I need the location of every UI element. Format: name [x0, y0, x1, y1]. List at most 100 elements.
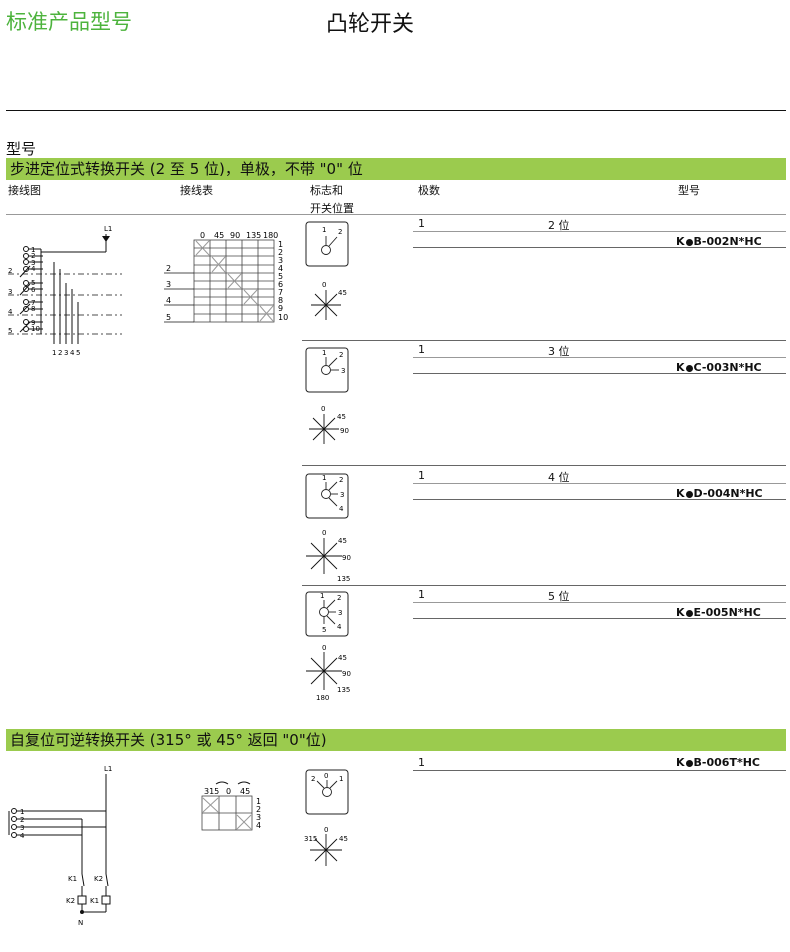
dial-label: 2 [337, 594, 341, 602]
terminal-label: 4 [20, 832, 25, 840]
wiring-diagram-2: L1 1 2 3 4 K1 K2 K2 K1 N [8, 765, 112, 927]
table-col-label: 1 [256, 797, 261, 806]
row-separator [302, 465, 786, 466]
header-line [6, 214, 786, 215]
row-divider [413, 247, 786, 248]
angle-label: 315 [204, 787, 219, 796]
angle-label: 180 [316, 694, 329, 702]
wiring-table-2: 315 0 45 1 2 3 4 [201, 781, 261, 831]
header-divider [6, 110, 786, 111]
angle-label: 45 [337, 413, 346, 421]
poles-value: 1 [418, 217, 425, 230]
dial-label: 2 [339, 351, 343, 359]
terminal-label: 3 [20, 824, 24, 832]
angle-label: 0 [322, 281, 326, 289]
terminal-label: 2 [31, 252, 35, 260]
table-col-label: 7 [278, 288, 283, 297]
section-label: 型号 [6, 140, 37, 158]
angle-label: 180 [263, 231, 278, 240]
positions-value: 4 位 [548, 471, 570, 484]
row-divider [413, 618, 786, 619]
angle-label: 45 [339, 835, 348, 843]
poles-value: 1 [418, 588, 425, 601]
table-col-label: 1 [278, 240, 283, 249]
angle-label: 0 [321, 405, 325, 413]
bullet-icon [685, 609, 693, 617]
bottom-label: 4 [70, 349, 75, 357]
side-label: 4 [8, 308, 13, 316]
angle-label: 0 [324, 826, 328, 834]
angle-label: 0 [322, 529, 326, 537]
table-row-label: 4 [166, 296, 171, 305]
position-symbol-spring-return: 2 0 1 315 0 45 [304, 769, 349, 866]
l1-label: L1 [104, 765, 112, 773]
table-col-label: 10 [278, 313, 288, 322]
coil-label: K2 [66, 897, 75, 905]
angle-label: 90 [342, 670, 351, 678]
table-col-label: 2 [278, 248, 283, 257]
col-wiring-diagram: 接线图 [8, 184, 41, 197]
l1-label: L1 [104, 225, 112, 233]
positions-value: 5 位 [548, 590, 570, 603]
poles-value: 1 [418, 756, 425, 769]
bottom-label: 2 [58, 349, 62, 357]
row-divider [413, 770, 786, 771]
angle-label: 90 [340, 427, 349, 435]
row-divider [413, 231, 786, 232]
table-row-label: 3 [166, 280, 171, 289]
positions-value: 3 位 [548, 345, 570, 358]
table-col-label: 6 [278, 280, 283, 289]
dial-label: 3 [338, 609, 342, 617]
terminal-label: 3 [31, 259, 35, 267]
page-title: 凸轮开关 [326, 12, 415, 37]
positions-value: 2 位 [548, 219, 570, 232]
dial-label: 1 [339, 775, 343, 783]
terminal-label: 1 [31, 246, 35, 254]
side-label: 2 [8, 267, 12, 275]
angle-label: 0 [322, 644, 326, 652]
angle-label: 45 [338, 654, 347, 662]
table-col-label: 5 [278, 272, 283, 281]
model-prefix: K [676, 361, 685, 374]
table-col-label: 3 [278, 256, 283, 265]
dial-label: 2 [338, 228, 342, 236]
table-col-label: 4 [278, 264, 283, 273]
row-divider [413, 483, 786, 484]
dial-label: 1 [322, 474, 326, 482]
row-divider [413, 499, 786, 500]
model-suffix: B-006T*HC [693, 756, 760, 769]
bottom-label: 3 [64, 349, 68, 357]
bottom-label: 1 [52, 349, 56, 357]
wiring-table-1: 0 45 90 135 180 2 3 4 5 1 2 3 4 5 6 7 [164, 231, 288, 323]
dial-label: 3 [340, 491, 344, 499]
section-band-stepping: 步进定位式转换开关 (2 至 5 位)，单极，不带 "0" 位 [6, 158, 786, 180]
section-band-spring-return: 自复位可逆转换开关 (315° 或 45° 返回 "0"位) [6, 729, 786, 751]
bottom-label: 5 [76, 349, 80, 357]
model-suffix: C-003N*HC [693, 361, 762, 374]
dial-label: 5 [322, 626, 326, 634]
model-suffix: B-002N*HC [693, 235, 762, 248]
angle-label: 90 [230, 231, 240, 240]
position-symbol-4pos: 1 2 3 4 0 45 90 135 [305, 473, 351, 583]
dial-label: 1 [320, 592, 324, 600]
row-separator [302, 585, 786, 586]
terminal-label: 7 [31, 299, 35, 307]
terminal-label: 2 [20, 816, 24, 824]
neutral-label: N [78, 919, 83, 927]
table-col-label: 2 [256, 805, 261, 814]
bullet-icon [685, 364, 693, 372]
angle-label: 135 [337, 575, 350, 583]
poles-value: 1 [418, 343, 425, 356]
col-wiring-table: 接线表 [180, 184, 213, 197]
model-prefix: K [676, 487, 685, 500]
row-divider [413, 357, 786, 358]
angle-label: 45 [338, 289, 347, 297]
angle-label: 0 [200, 231, 205, 240]
table-col-label: 3 [256, 813, 261, 822]
dial-label: 0 [324, 772, 328, 780]
angle-label: 0 [226, 787, 231, 796]
table-col-label: 8 [278, 296, 283, 305]
